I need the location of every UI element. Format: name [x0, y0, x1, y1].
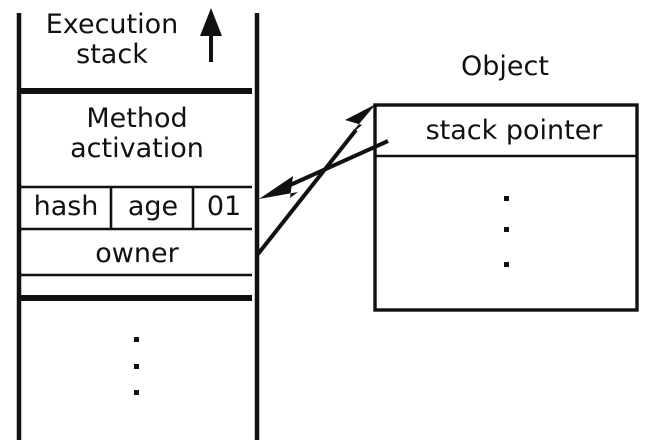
object-box-outline [373, 103, 639, 312]
up-arrow-icon [200, 8, 222, 62]
stack-slot-owner: owner [95, 238, 179, 269]
execution-stack-title: Execution stack [45, 9, 179, 71]
execution-stack-group [16, 8, 260, 440]
object-to-stack-arrow [259, 139, 389, 199]
stack-cell-age: age [127, 191, 179, 222]
object-continuation-dots [504, 196, 509, 267]
stack-cell-hash: hash [33, 191, 99, 222]
pointer-arrows-group [256, 104, 389, 256]
method-activation-label: Method activation [70, 103, 204, 165]
stack-continuation-dots [134, 337, 139, 395]
stack-to-object-arrow [256, 104, 376, 256]
object-box-group [373, 103, 639, 312]
object-title: Object [461, 51, 549, 82]
stack-cell-01: 01 [206, 191, 242, 222]
object-field-stack-pointer: stack pointer [425, 115, 603, 146]
